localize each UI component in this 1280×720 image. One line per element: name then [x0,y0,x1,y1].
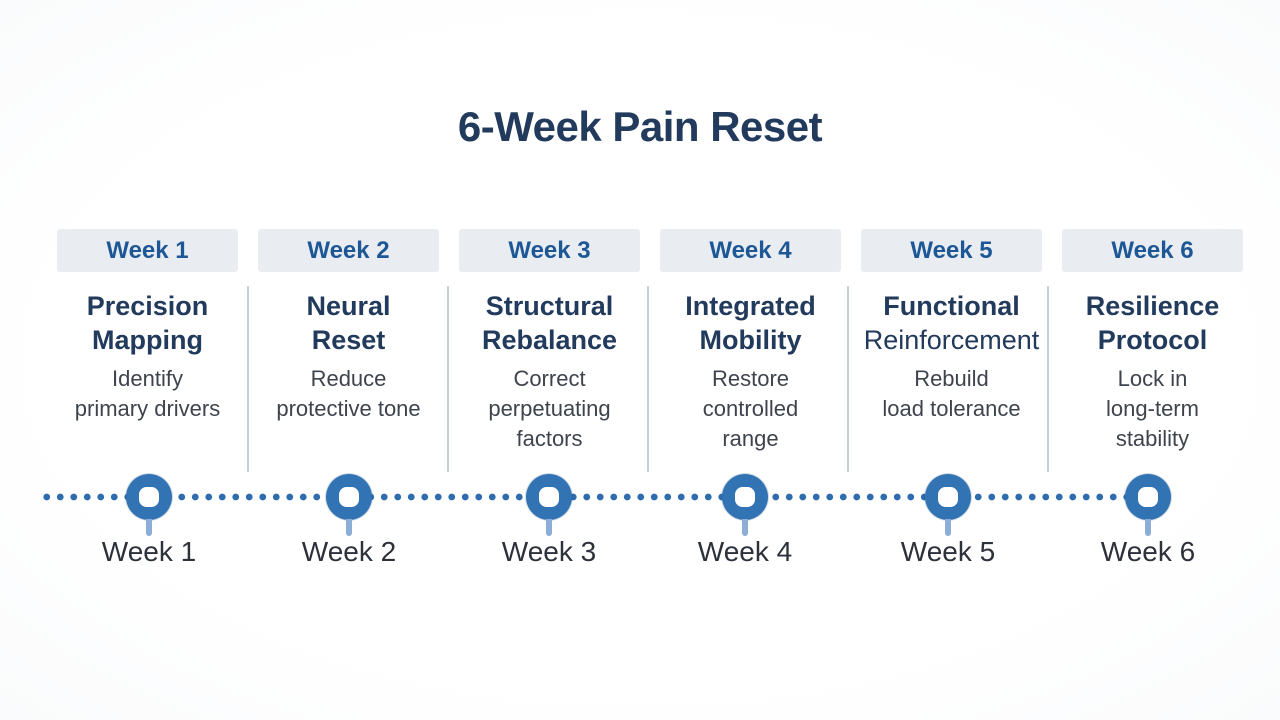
marker-hole [539,487,559,507]
week-columns: Week 1 Precision Mapping Identify primar… [47,229,1253,454]
column-description: Reduce protective tone [276,366,421,421]
week-column-3: Week 3 Structural Rebalance Correct perp… [449,229,650,454]
page-title: 6-Week Pain Reset [457,103,823,150]
column-title-text: Neural Reset [306,291,391,355]
timeline-marker-week-2 [326,474,372,536]
week-badge: Week 5 [861,229,1042,272]
column-description: Restore controlled range [702,366,799,451]
timeline-week-label: Week 5 [900,536,996,567]
timeline-marker-week-5 [925,474,971,536]
column-divider [847,286,849,472]
week-badge: Week 2 [258,229,439,272]
marker-hole [938,487,958,507]
marker-stem [546,519,552,536]
week-column-6: Week 6 Resilience Protocol Lock in long-… [1052,229,1253,454]
column-title: Integrated Mobility [650,289,851,357]
timeline-marker-week-4 [722,474,768,536]
marker-stem [945,519,951,536]
column-title-text: Functional [883,291,1020,321]
column-title: Neural Reset [248,289,449,357]
column-title-text: Integrated Mobility [685,291,816,355]
week-badge: Week 1 [57,229,238,272]
timeline-week-label: Week 4 [697,536,793,567]
week-column-2: Week 2 Neural Reset Reduce protective to… [248,229,449,454]
marker-hole [735,487,755,507]
column-divider [447,286,449,472]
column-divider [1047,286,1049,472]
timeline-marker-week-1 [126,474,172,536]
column-description: Lock in long-term stability [1106,366,1199,451]
column-title-secondary: Reinforcement [863,325,1040,355]
marker-hole [339,487,359,507]
marker-stem [146,519,152,536]
week-column-1: Week 1 Precision Mapping Identify primar… [47,229,248,454]
timeline-week-label: Week 3 [501,536,597,567]
marker-hole [139,487,159,507]
timeline-marker-week-3 [526,474,572,536]
week-column-4: Week 4 Integrated Mobility Restore contr… [650,229,851,454]
week-badge: Week 6 [1062,229,1243,272]
column-description: Correct perpetuating factors [488,366,611,451]
week-badge: Week 3 [459,229,640,272]
column-description: Identify primary drivers [74,366,221,421]
column-title: Precision Mapping [47,289,248,357]
marker-stem [346,519,352,536]
week-badge: Week 4 [660,229,841,272]
column-title-text: Resilience Protocol [1085,291,1220,355]
timeline-week-label: Week 6 [1100,536,1196,567]
marker-stem [1145,519,1151,536]
column-divider [247,286,249,472]
timeline-week-label: Week 2 [301,536,397,567]
marker-hole [1138,487,1158,507]
column-title: Structural Rebalance [449,289,650,357]
column-divider [647,286,649,472]
column-title: Functional Reinforcement [851,289,1052,357]
timeline-marker-week-6 [1125,474,1171,536]
column-title-text: Structural Rebalance [481,291,618,355]
column-title-text: Precision Mapping [86,291,209,355]
week-column-5: Week 5 Functional Reinforcement Rebuild … [851,229,1052,454]
timeline-dotted-line [40,493,1172,501]
marker-stem [742,519,748,536]
timeline-week-label: Week 1 [101,536,197,567]
column-title: Resilience Protocol [1052,289,1253,357]
column-description: Rebuild load tolerance [882,366,1021,421]
